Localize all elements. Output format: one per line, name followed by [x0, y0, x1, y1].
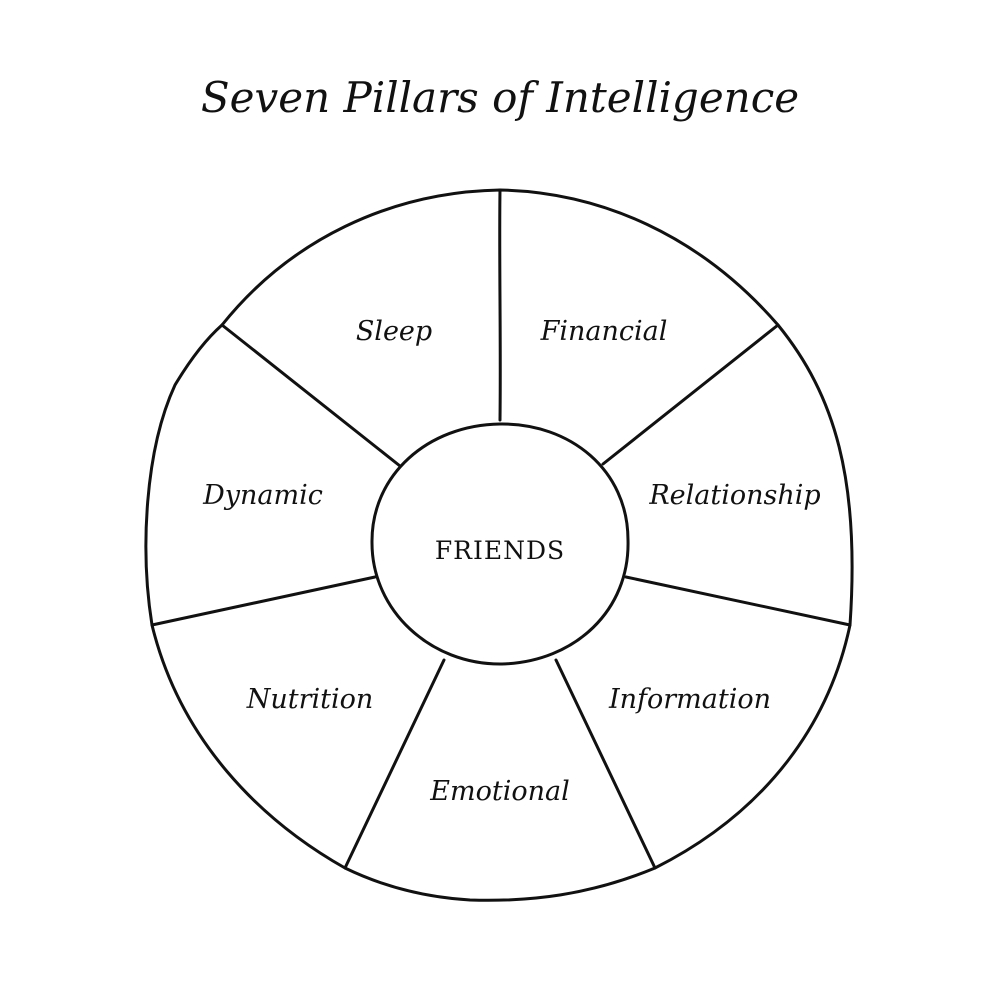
- center-label: FRIENDS: [435, 536, 565, 565]
- segment-dividers: [150, 188, 852, 870]
- divider-financial-relationship: [601, 323, 780, 466]
- divider-sleep-financial: [498, 188, 502, 422]
- diagram-title: Seven Pillars of Intelligence: [201, 73, 799, 122]
- center-hub: [370, 422, 630, 666]
- divider-relationship-information: [624, 575, 852, 627]
- segment-label-dynamic: Dynamic: [202, 480, 323, 511]
- segment-label-sleep: Sleep: [356, 316, 432, 347]
- segment-label-financial: Financial: [540, 316, 668, 347]
- divider-dynamic-sleep: [220, 323, 402, 468]
- segment-label-relationship: Relationship: [648, 480, 820, 511]
- segment-label-nutrition: Nutrition: [246, 684, 374, 715]
- divider-nutrition-dynamic: [150, 575, 377, 627]
- divider-emotional-nutrition: [343, 658, 446, 870]
- segment-label-emotional: Emotional: [429, 776, 569, 807]
- divider-information-emotional: [554, 658, 657, 870]
- segment-label-information: Information: [608, 684, 771, 715]
- outer-wheel: [144, 188, 854, 902]
